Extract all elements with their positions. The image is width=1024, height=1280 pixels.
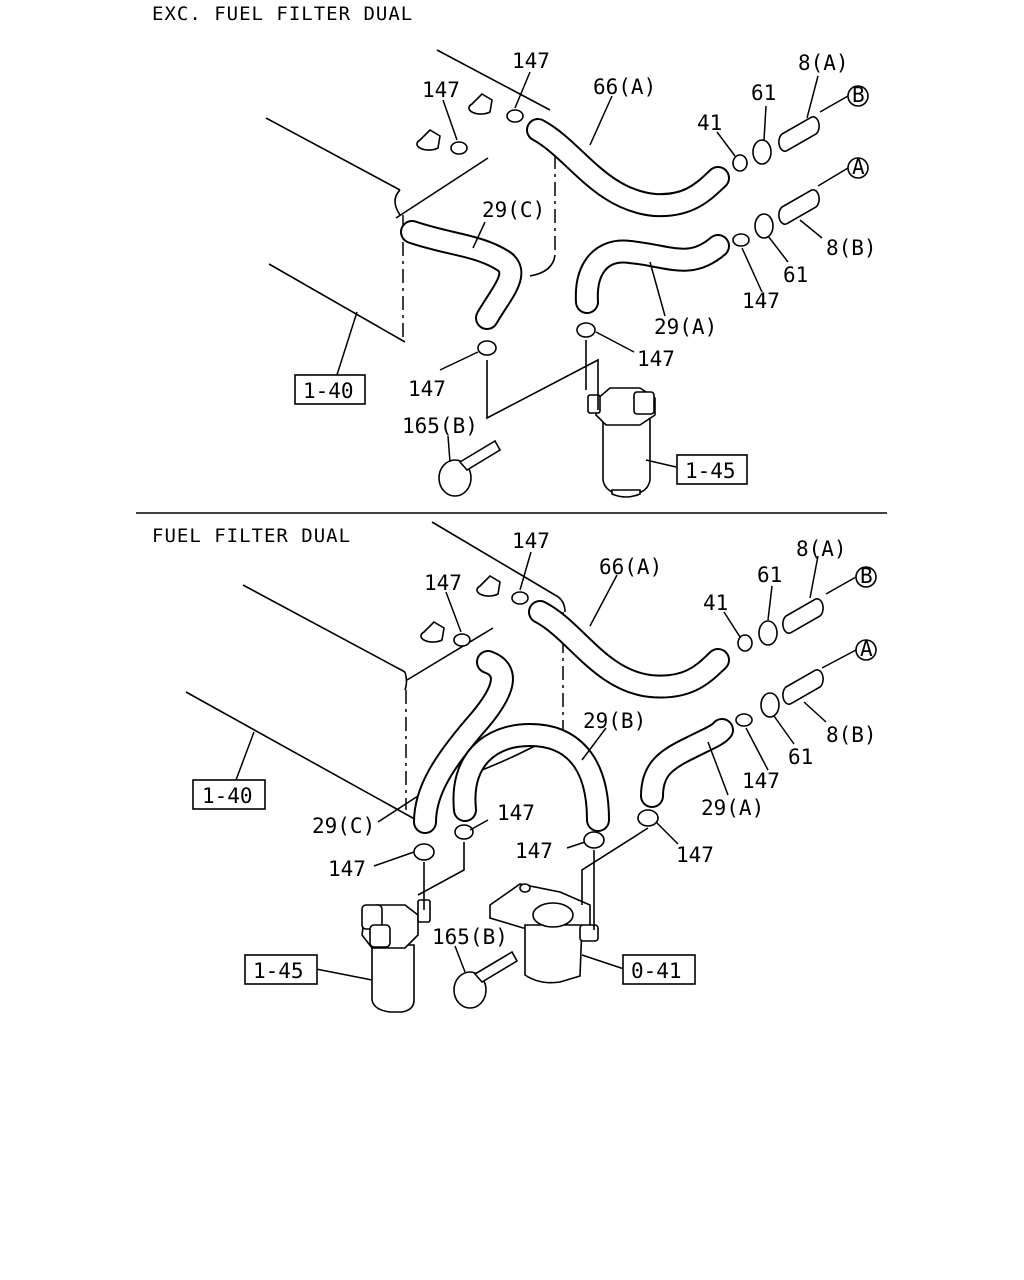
callout-8a: 8(A) <box>796 537 847 561</box>
callout-147: 147 <box>408 377 446 401</box>
hose-66a <box>528 600 730 699</box>
clip-147-icon <box>413 591 753 861</box>
ref-b-label: B <box>852 83 865 107</box>
hose-29a <box>640 718 734 808</box>
ref-a-label: A <box>860 637 873 661</box>
callout-61: 61 <box>751 81 776 105</box>
callout-147: 147 <box>676 843 714 867</box>
ref-box-0-41[interactable]: 0-41 <box>622 954 696 985</box>
section-fuel-filter-dual: FUEL FILTER DUAL <box>152 521 877 1013</box>
callout-41: 41 <box>703 591 728 615</box>
callout-147: 147 <box>422 78 460 102</box>
water-separator-icon <box>489 883 599 984</box>
callout-66a: 66(A) <box>593 75 656 99</box>
callout-29c: 29(C) <box>482 198 545 222</box>
callout-147: 147 <box>742 769 780 793</box>
hose-29a <box>574 234 730 314</box>
callout-165b: 165(B) <box>432 925 508 949</box>
section-title: EXC. FUEL FILTER DUAL <box>152 3 413 25</box>
callout-66a: 66(A) <box>599 555 662 579</box>
hose-29c <box>400 220 523 330</box>
fuel-filter-icon <box>361 899 431 1013</box>
ref-b-label: B <box>860 564 873 588</box>
hose-29c <box>413 650 514 834</box>
callout-147: 147 <box>512 49 550 73</box>
elbow-fitting-icon <box>420 574 501 643</box>
leader-lines <box>335 71 849 468</box>
section-exc-fuel-filter-dual: EXC. FUEL FILTER DUAL <box>152 3 877 498</box>
hose-band-165b-icon <box>453 950 519 1009</box>
callout-29a: 29(A) <box>654 315 717 339</box>
callout-29b: 29(B) <box>583 709 646 733</box>
svg-text:1-40: 1-40 <box>303 379 354 403</box>
callout-147: 147 <box>515 839 553 863</box>
hose-66a <box>526 118 730 218</box>
callout-147: 147 <box>742 289 780 313</box>
fuel-filter-icon <box>587 387 656 498</box>
ref-box-1-40[interactable]: 1-40 <box>192 779 266 810</box>
callout-41: 41 <box>697 111 722 135</box>
leader-lines <box>235 551 857 981</box>
pipe-8-icon <box>782 598 824 705</box>
callout-147: 147 <box>497 801 535 825</box>
svg-text:1-45: 1-45 <box>253 959 304 983</box>
callout-147: 147 <box>328 857 366 881</box>
callout-8b: 8(B) <box>826 236 877 260</box>
svg-text:1-40: 1-40 <box>202 784 253 808</box>
callout-61: 61 <box>757 563 782 587</box>
clamp-61-icon <box>752 139 774 239</box>
fitting-41-icon <box>732 154 748 172</box>
svg-text:0-41: 0-41 <box>631 959 682 983</box>
ref-box-1-40[interactable]: 1-40 <box>294 374 366 405</box>
svg-text:1-45: 1-45 <box>685 459 736 483</box>
ref-box-1-45[interactable]: 1-45 <box>244 954 318 985</box>
elbow-fitting-icon <box>416 92 493 151</box>
callout-165b: 165(B) <box>402 414 478 438</box>
pipe-8-icon <box>778 116 820 225</box>
clamp-61-icon <box>758 620 780 718</box>
ref-a-label: A <box>852 155 865 179</box>
callout-147: 147 <box>512 529 550 553</box>
clip-147-icon <box>450 109 750 356</box>
callout-61: 61 <box>783 263 808 287</box>
fuel-tank-outline <box>185 521 566 823</box>
callout-8a: 8(A) <box>798 51 849 75</box>
hose-band-165b-icon <box>438 439 502 497</box>
callout-29c: 29(C) <box>312 814 375 838</box>
callout-61: 61 <box>788 745 813 769</box>
callout-8b: 8(B) <box>826 723 877 747</box>
callout-147: 147 <box>424 571 462 595</box>
hose-29b <box>452 723 610 832</box>
fitting-41-icon <box>737 634 753 652</box>
ref-box-1-45[interactable]: 1-45 <box>676 454 748 485</box>
callout-29a: 29(A) <box>701 796 764 820</box>
section-title: FUEL FILTER DUAL <box>152 525 351 547</box>
callout-147: 147 <box>637 347 675 371</box>
